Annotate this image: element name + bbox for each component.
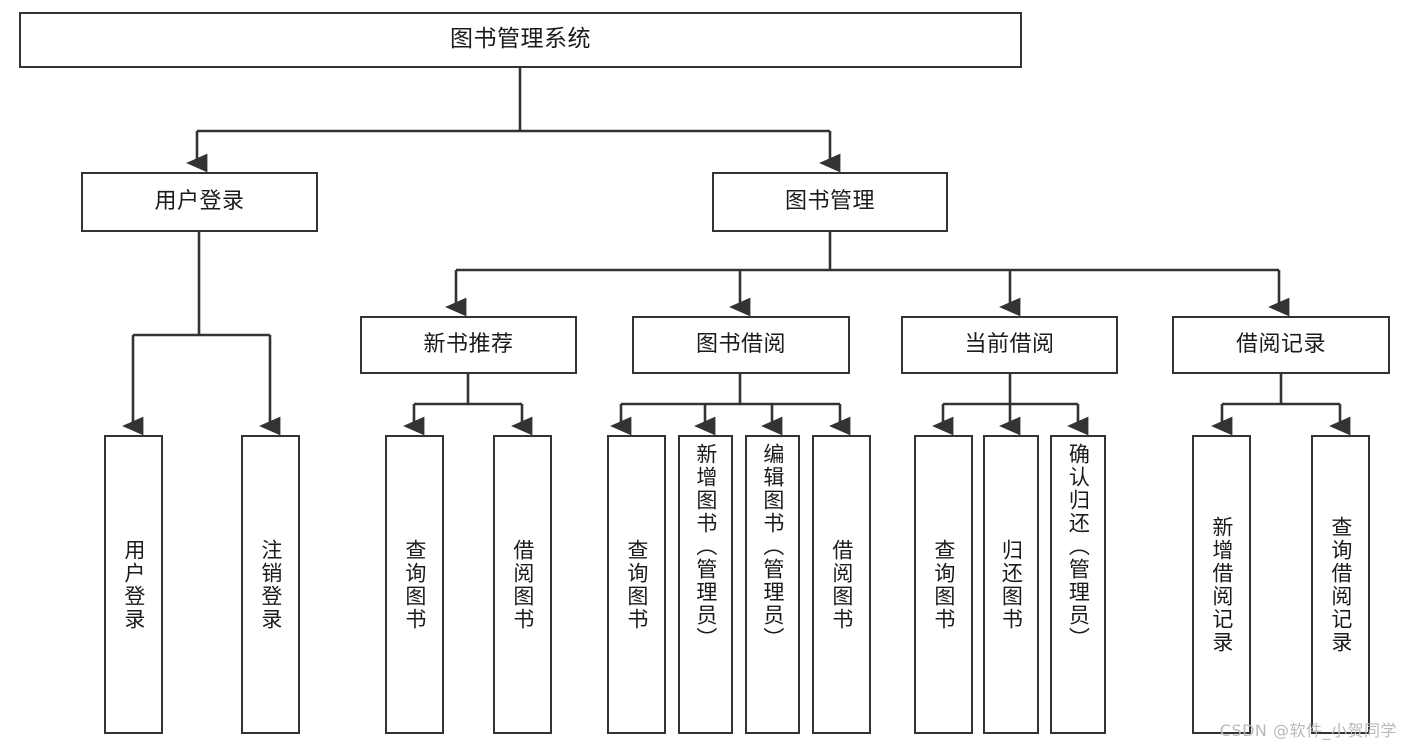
- node-label: 借阅记录: [1235, 331, 1326, 357]
- node-label: 用户登录: [154, 188, 245, 214]
- leaf-borrow-book[interactable]: 借阅图书: [812, 435, 871, 734]
- leaf-label: 查询借阅记录: [1328, 515, 1353, 654]
- node-current-borrow[interactable]: 当前借阅: [901, 316, 1118, 374]
- node-label: 当前借阅: [964, 331, 1055, 357]
- leaf-label: 归还图书: [999, 538, 1024, 631]
- leaf-return-book[interactable]: 归还图书: [983, 435, 1039, 734]
- leaf-label: 用户登录: [121, 538, 146, 631]
- leaf-borrow-book-recommend[interactable]: 借阅图书: [493, 435, 552, 734]
- leaf-label: 查询图书: [624, 538, 649, 631]
- leaf-label: 查询图书: [931, 538, 956, 631]
- node-book-borrow[interactable]: 图书借阅: [632, 316, 850, 374]
- node-borrow-record[interactable]: 借阅记录: [1172, 316, 1390, 374]
- leaf-label: 编辑图书（管理员）: [760, 443, 785, 650]
- watermark-text: CSDN @软件_小贺同学: [1219, 721, 1397, 740]
- leaf-query-book-recommend[interactable]: 查询图书: [385, 435, 444, 734]
- leaf-query-borrow-record[interactable]: 查询借阅记录: [1311, 435, 1370, 734]
- node-label: 新书推荐: [423, 331, 514, 357]
- node-label: 图书借阅: [695, 331, 786, 357]
- leaf-label: 借阅图书: [510, 538, 535, 631]
- leaf-label: 查询图书: [402, 538, 427, 631]
- leaf-edit-book-admin[interactable]: 编辑图书（管理员）: [745, 435, 800, 734]
- leaf-logout[interactable]: 注销登录: [241, 435, 300, 734]
- leaf-user-login[interactable]: 用户登录: [104, 435, 163, 734]
- leaf-label: 新增借阅记录: [1209, 515, 1234, 654]
- leaf-label: 注销登录: [258, 538, 283, 631]
- node-root-book-management-system[interactable]: 图书管理系统: [19, 12, 1022, 68]
- leaf-query-book-current[interactable]: 查询图书: [914, 435, 973, 734]
- node-label: 图书管理系统: [450, 26, 591, 53]
- node-user-login[interactable]: 用户登录: [81, 172, 318, 232]
- leaf-label: 确认归还（管理员）: [1066, 443, 1091, 650]
- node-new-book-recommend[interactable]: 新书推荐: [360, 316, 577, 374]
- node-label: 图书管理: [784, 188, 875, 214]
- leaf-label: 新增图书（管理员）: [693, 443, 718, 650]
- leaf-label: 借阅图书: [829, 538, 854, 631]
- node-book-management[interactable]: 图书管理: [712, 172, 948, 232]
- leaf-query-book-borrow[interactable]: 查询图书: [607, 435, 666, 734]
- leaf-confirm-return-admin[interactable]: 确认归还（管理员）: [1050, 435, 1106, 734]
- leaf-add-borrow-record[interactable]: 新增借阅记录: [1192, 435, 1251, 734]
- leaf-add-book-admin[interactable]: 新增图书（管理员）: [678, 435, 733, 734]
